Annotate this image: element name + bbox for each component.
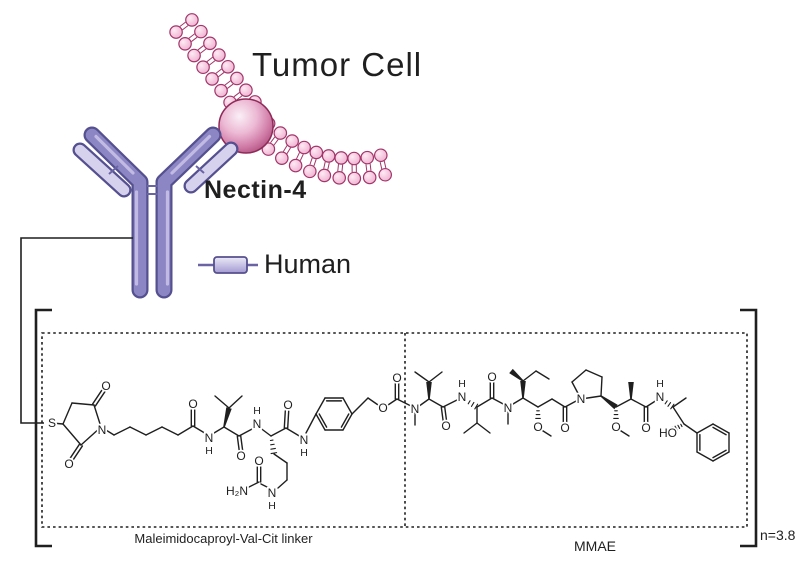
svg-text:N: N <box>98 423 107 437</box>
mmae-caption: MMAE <box>574 538 616 554</box>
svg-text:H: H <box>458 378 466 390</box>
svg-text:O: O <box>641 421 650 435</box>
svg-text:H: H <box>656 378 664 390</box>
dar-label: n=3.8 <box>760 527 796 543</box>
svg-text:O: O <box>378 401 387 415</box>
right-bracket <box>740 308 758 548</box>
svg-text:O: O <box>283 398 292 412</box>
svg-text:O: O <box>188 397 197 411</box>
svg-text:N: N <box>205 431 214 445</box>
nectin4-receptor-sphere <box>218 98 274 154</box>
svg-text:N: N <box>300 433 309 447</box>
human-legend-label: Human <box>264 249 352 279</box>
svg-text:H: H <box>205 445 213 457</box>
svg-text:O: O <box>560 421 569 435</box>
light-heavy-link-left <box>108 165 119 175</box>
svg-text:N: N <box>253 417 262 431</box>
left-bracket <box>34 308 52 548</box>
svg-text:N: N <box>458 390 467 404</box>
chemical-structure-bonds <box>51 368 730 490</box>
tumor-cell-label: Tumor Cell <box>252 46 423 83</box>
svg-text:S: S <box>48 416 56 430</box>
svg-text:N: N <box>577 392 586 406</box>
tumor-cell-membrane <box>169 13 393 186</box>
light-heavy-link-right <box>195 165 205 174</box>
svg-text:N: N <box>504 401 513 415</box>
conjugation-line <box>20 237 133 424</box>
svg-text:O: O <box>101 379 110 393</box>
svg-text:O: O <box>392 371 401 385</box>
svg-text:O: O <box>611 420 620 434</box>
svg-text:N: N <box>411 402 420 416</box>
svg-text:H₂N: H₂N <box>226 484 248 498</box>
svg-text:O: O <box>236 449 245 463</box>
payload-dashed-box <box>41 332 748 528</box>
svg-text:H: H <box>268 500 276 512</box>
nectin4-label: Nectin-4 <box>204 176 307 204</box>
svg-text:N: N <box>268 486 277 500</box>
linker-caption: Maleimidocaproyl-Val-Cit linker <box>134 531 313 546</box>
svg-text:O: O <box>254 454 263 468</box>
svg-text:O: O <box>533 420 542 434</box>
svg-text:H: H <box>253 405 261 417</box>
svg-text:O: O <box>441 419 450 433</box>
svg-text:HO: HO <box>659 426 677 440</box>
antibody <box>72 126 239 299</box>
svg-text:H: H <box>300 447 308 459</box>
svg-text:O: O <box>487 370 496 384</box>
human-legend-icon <box>198 256 258 274</box>
svg-text:N: N <box>656 390 665 404</box>
svg-text:O: O <box>64 457 73 471</box>
